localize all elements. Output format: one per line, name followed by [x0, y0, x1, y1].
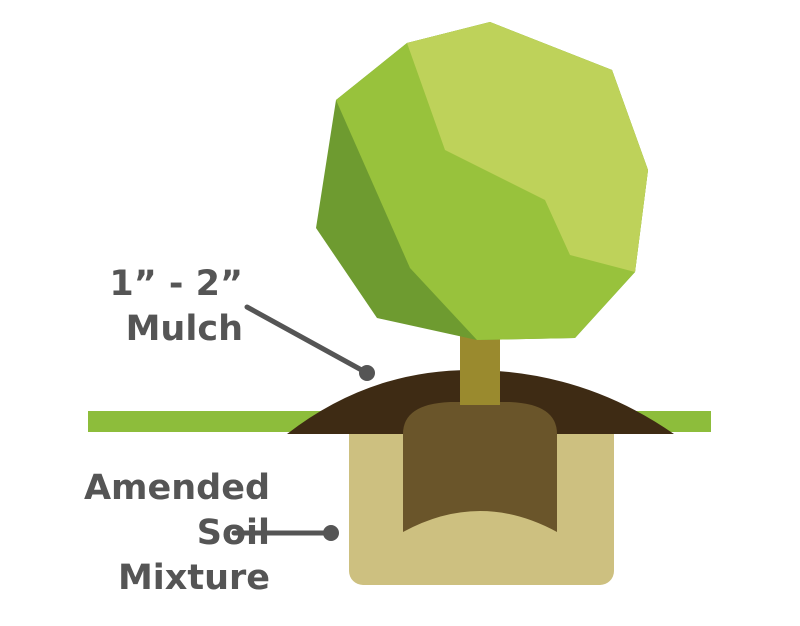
mulch-label-name: Mulch — [125, 309, 243, 349]
mulch-label-depth: 1” - 2” — [109, 264, 243, 304]
soil-label-line2: Soil — [196, 513, 270, 553]
tree-trunk — [460, 330, 500, 405]
root-ball — [403, 410, 557, 532]
tree-canopy — [316, 22, 648, 340]
soil-label-line1: Amended — [83, 468, 270, 508]
mulch-label: 1” - 2” Mulch — [109, 262, 243, 352]
soil-label-line3: Mixture — [117, 558, 270, 598]
mulch-callout-dot — [359, 365, 375, 381]
soil-callout-dot — [323, 525, 339, 541]
soil-label: Amended Soil Mixture — [84, 466, 270, 601]
mulch-callout-line — [244, 304, 370, 376]
root-ball-top — [403, 402, 557, 434]
canopy-light-face — [407, 22, 648, 272]
